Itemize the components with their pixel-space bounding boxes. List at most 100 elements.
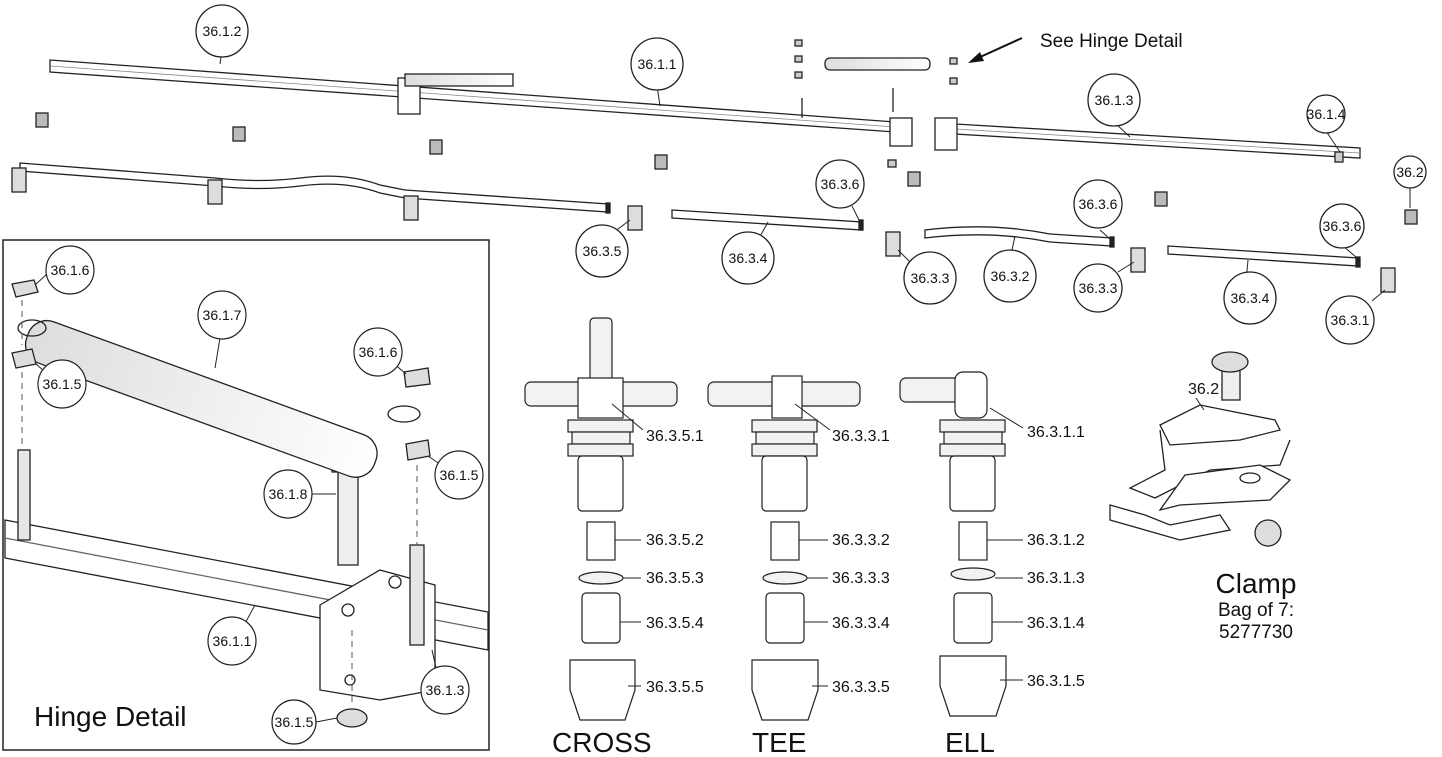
callout-text: 36.3.3 bbox=[911, 270, 950, 286]
tee-part-label: 36.3.3.2 bbox=[832, 532, 890, 549]
ell-nozzle-icon bbox=[1380, 267, 1396, 293]
ell-part-3 bbox=[950, 567, 996, 581]
callout-36-3-2 bbox=[983, 249, 1037, 303]
nozzle-icon-3 bbox=[403, 195, 419, 221]
tee-part-label: 36.3.3.4 bbox=[832, 615, 890, 632]
hinge-callout-36-1-1 bbox=[207, 616, 257, 666]
clamp-screw bbox=[1221, 367, 1241, 401]
callout-text: 36.3.6 bbox=[1079, 196, 1118, 212]
hinge-stud-left bbox=[17, 449, 31, 541]
ell-part-label: 36.3.1.4 bbox=[1027, 615, 1085, 632]
cross-title: CROSS bbox=[552, 727, 652, 757]
spring-detached bbox=[824, 57, 931, 71]
callout-text: 36.1.4 bbox=[1307, 106, 1346, 122]
hinge-callout-36-1-6-right bbox=[353, 327, 403, 377]
nozzle-icon-2 bbox=[207, 179, 223, 205]
tee-part-4 bbox=[765, 592, 805, 644]
spring-on-bar bbox=[404, 73, 514, 87]
callout-text: 36.1.5 bbox=[440, 467, 479, 483]
hose-3634-left bbox=[671, 209, 863, 231]
clamp-detail bbox=[1109, 351, 1292, 547]
clamp-title: Clamp bbox=[1216, 568, 1297, 599]
callout-text: 36.1.7 bbox=[203, 307, 242, 323]
hose-3632 bbox=[924, 226, 1113, 247]
callout-text: 36.1.5 bbox=[275, 714, 314, 730]
cross-part-5 bbox=[569, 659, 636, 721]
callout-36-1-1 bbox=[630, 37, 684, 91]
ell-part-5 bbox=[939, 655, 1007, 717]
callout-text: 36.1.2 bbox=[203, 23, 242, 39]
callout-36-3-6-c bbox=[1319, 203, 1365, 249]
tee-barb-right bbox=[794, 381, 861, 407]
clamp-icon-4 bbox=[654, 154, 668, 170]
cross-part-label: 36.3.5.2 bbox=[646, 532, 704, 549]
ell-part-label: 36.3.1.2 bbox=[1027, 532, 1085, 549]
callout-36-3-6-b bbox=[1073, 179, 1123, 229]
cross-part-label: 36.3.5.1 bbox=[646, 428, 704, 445]
hinge-bracket-right bbox=[934, 117, 958, 151]
callout-36-1-4 bbox=[1306, 94, 1346, 134]
callout-36-3-3-b bbox=[1073, 263, 1123, 313]
hose-run-left bbox=[19, 162, 609, 213]
hinge-detail-title: Hinge Detail bbox=[34, 701, 187, 732]
clamp-icon-2 bbox=[232, 126, 246, 142]
ell-part-2 bbox=[958, 521, 988, 561]
callout-36-3-5 bbox=[575, 224, 629, 278]
hinge-stud-right bbox=[409, 544, 425, 646]
hinge-detail-panel: 36.1.6 36.1.7 36.1.6 36.1.5 36.1.5 36.1.… bbox=[2, 239, 490, 751]
callout-text: 36.3.1 bbox=[1331, 312, 1370, 328]
hinge-callout-36-1-5-left bbox=[37, 359, 87, 409]
callout-text: 36.1.1 bbox=[638, 56, 677, 72]
ell-title: ELL bbox=[945, 727, 995, 757]
ell-part-label: 36.3.1.3 bbox=[1027, 570, 1085, 587]
callout-text: 36.3.4 bbox=[729, 250, 768, 266]
clamp-icon-7 bbox=[1404, 209, 1418, 225]
cross-part-2 bbox=[586, 521, 616, 561]
callout-text: 36.1.6 bbox=[51, 262, 90, 278]
callout-36-3-3-a bbox=[903, 251, 957, 305]
clamp-icon-1 bbox=[35, 112, 49, 128]
callout-text: 36.3.3 bbox=[1079, 280, 1118, 296]
tee-part-label: 36.3.3.1 bbox=[832, 428, 890, 445]
hinge-callout-36-1-3 bbox=[420, 665, 470, 715]
clamp-part-number: 5277730 bbox=[1219, 622, 1293, 643]
ell-part-label: 36.3.1.1 bbox=[1027, 424, 1085, 441]
callout-text: 36.3.4 bbox=[1231, 290, 1270, 306]
see-hinge-detail-label: See Hinge Detail bbox=[1040, 31, 1183, 52]
hinge-callout-36-1-6-left bbox=[45, 245, 95, 295]
tee-title: TEE bbox=[752, 727, 806, 757]
cross-nozzle-icon bbox=[627, 205, 643, 231]
callout-text: 36.3.5 bbox=[583, 243, 622, 259]
ell-part-label: 36.3.1.5 bbox=[1027, 673, 1085, 690]
ell-fitting bbox=[899, 371, 1007, 717]
callout-text: 36.1.3 bbox=[1095, 92, 1134, 108]
cross-part-3 bbox=[578, 571, 624, 585]
cross-fitting bbox=[524, 317, 678, 721]
callout-text: 36.3.6 bbox=[821, 176, 860, 192]
hinge-nut-top-right bbox=[403, 367, 431, 388]
hinge-callout-36-1-5-bottom bbox=[271, 699, 317, 745]
cross-part-label: 36.3.5.4 bbox=[646, 615, 704, 632]
tee-nozzle-icon-1 bbox=[885, 231, 901, 257]
clamp-bottom-plate bbox=[1158, 464, 1292, 512]
callout-36-3-4-a bbox=[721, 231, 775, 285]
callout-36-3-6-a bbox=[815, 159, 865, 209]
hinge-washer-left bbox=[11, 348, 37, 369]
clamp-part-label: 36.2 bbox=[1188, 381, 1219, 398]
callout-36-2 bbox=[1393, 155, 1427, 189]
callout-text: 36.2 bbox=[1396, 164, 1423, 180]
clamp-top-plate bbox=[1159, 404, 1281, 446]
hinge-callout-36-1-5-right bbox=[434, 450, 484, 500]
tee-part-label: 36.3.3.3 bbox=[832, 570, 890, 587]
clamp-icon-6 bbox=[1154, 191, 1168, 207]
clamp-bag-text: Bag of 7: bbox=[1218, 600, 1294, 621]
hinge-callout-36-1-8 bbox=[263, 469, 313, 519]
hinge-bracket-mid bbox=[889, 117, 913, 147]
callout-36-1-2 bbox=[195, 4, 249, 58]
hinge-bolt bbox=[337, 469, 359, 566]
nozzle-icon-1 bbox=[11, 167, 27, 193]
clamp-nut bbox=[1254, 519, 1282, 547]
tee-part-label: 36.3.3.5 bbox=[832, 679, 890, 696]
clamp-icon-3 bbox=[429, 139, 443, 155]
hinge-callout-36-1-7 bbox=[197, 290, 247, 340]
